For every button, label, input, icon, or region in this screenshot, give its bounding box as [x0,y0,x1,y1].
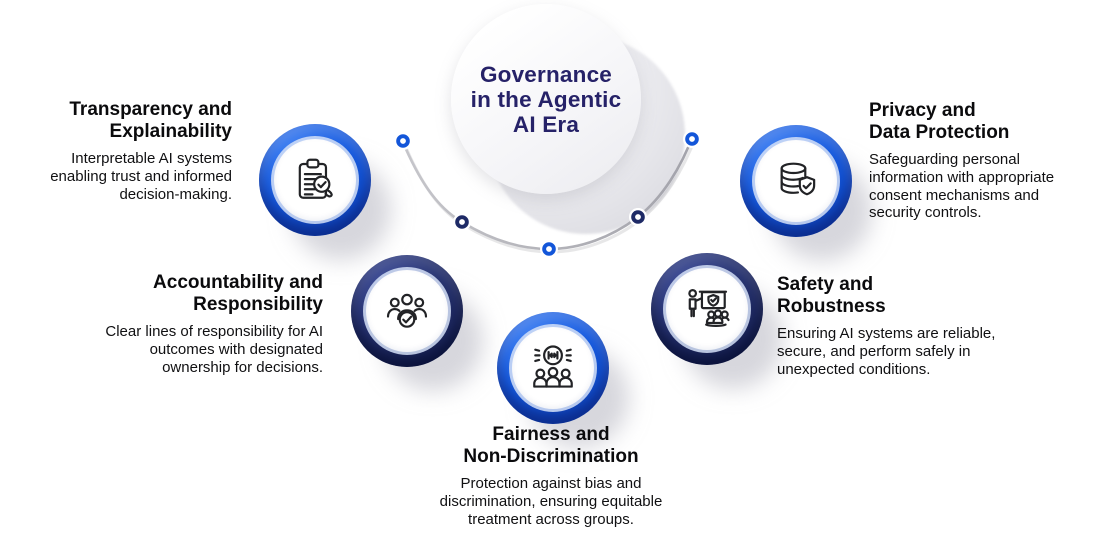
arc-marker-accountability [453,213,471,231]
team-approval-icon [386,293,428,328]
node-heading: Transparency and Explainability [28,99,232,142]
text-block-privacy: Privacy and Data Protection Safeguarding… [869,100,1074,222]
node-badge-accountability [351,255,463,367]
node-badge-safety [651,253,763,365]
node-body: Ensuring AI systems are reliable, secure… [777,325,996,378]
text-block-accountability: Accountability and Responsibility Clear … [89,272,323,376]
node-heading: Privacy and Data Protection [869,100,1074,143]
heading-line: Robustness [777,295,886,317]
node-body: Protection against bias and discriminati… [439,475,663,528]
heading-line: Accountability and [153,272,323,293]
heading-line: Data Protection [869,121,1010,143]
node-badge-fairness [497,312,609,424]
arc-marker-fairness [540,240,558,258]
node-inner-circle [666,268,748,350]
clipboard-audit-icon [298,158,333,199]
title-line: Governance [479,61,613,87]
node-body: Safeguarding personal information with a… [869,151,1055,222]
node-inner-circle [366,270,448,352]
safety-training-icon [688,289,730,327]
node-inner-circle [274,139,356,221]
heading-line: Transparency and [69,99,232,120]
center-circle: Governance in the Agentic AI Era [451,4,641,194]
text-block-safety: Safety and Robustness Ensuring AI system… [777,274,1015,378]
text-block-fairness: Fairness and Non-Discrimination Protecti… [428,424,674,528]
node-body: Interpretable AI systems enabling trust … [50,150,232,203]
heading-line: Safety and [777,274,874,295]
node-badge-transparency [259,124,371,236]
node-badge-privacy [740,125,852,237]
node-heading: Fairness and Non-Discrimination [428,424,674,467]
equal-treatment-icon [533,345,573,388]
text-block-transparency: Transparency and Explainability Interpre… [28,99,232,203]
database-shield-icon [780,162,816,196]
node-body: Clear lines of responsibility for AI out… [105,323,323,376]
heading-line: Responsibility [193,293,323,315]
node-heading: Safety and Robustness [777,274,1015,317]
node-heading: Accountability and Responsibility [89,272,323,315]
title-line: AI Era [512,111,580,137]
heading-line: Explainability [109,120,232,142]
node-inner-circle [755,140,837,222]
heading-line: Fairness and [492,424,610,445]
heading-line: Privacy and [869,100,976,121]
arc-marker-transparency [394,132,412,150]
heading-line: Non-Discrimination [463,445,639,467]
page-title: Governance in the Agentic AI Era [471,62,622,137]
node-inner-circle [512,327,594,409]
title-line: in the Agentic [470,86,622,112]
arc-marker-privacy [683,130,701,148]
